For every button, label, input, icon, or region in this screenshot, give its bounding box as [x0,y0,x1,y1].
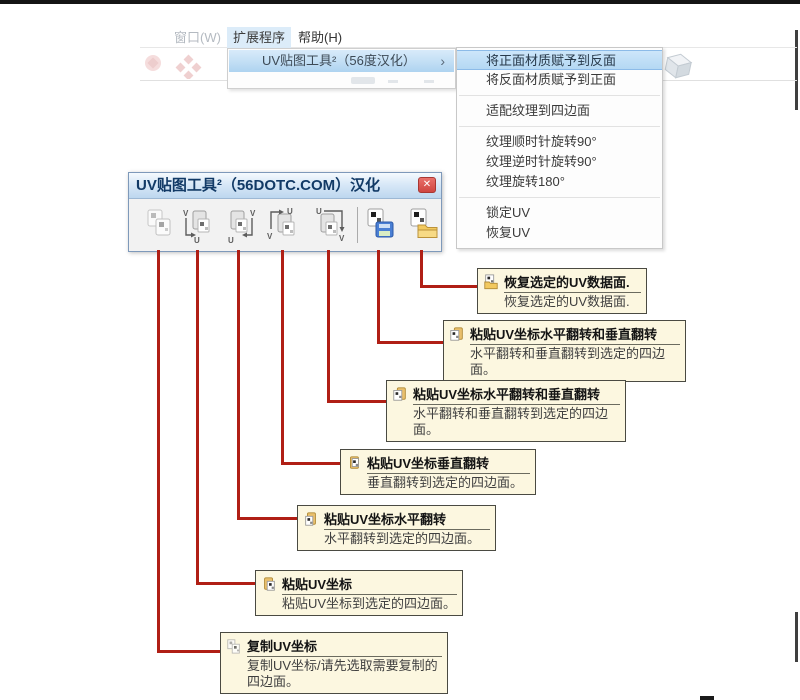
background-cube-icon [664,53,693,79]
paste-uv-mini-icon [450,327,463,341]
copy-uv-mini-icon [227,639,240,654]
paste-uv-mini-icon [264,577,275,591]
paste-uv-mini-icon [350,456,359,469]
connector-line [327,250,330,403]
bottom-edge-mark [700,696,714,700]
callout-paste-uv: 粘贴UV坐标 粘贴UV坐标到选定的四边面。 [255,570,463,616]
paste-uv-icon: V U [183,209,210,245]
connector-line [196,582,255,585]
connector-line [157,250,160,653]
svg-text:U: U [287,207,293,216]
connector-line [281,250,284,465]
uv-tool-window: UV贴图工具²（56DOTC.COM）汉化 ✕ [128,172,442,252]
toolbar-separator [357,207,358,243]
flyout-item-restore-uv[interactable]: 恢复UV [486,225,531,240]
copy-uv-icon [147,209,171,236]
flyout-item-rotate-ccw-90[interactable]: 纹理逆时针旋转90° [486,154,597,169]
paste-uv-flip-h-icon: V U [228,209,256,245]
callout-restore-uv: 恢复选定的UV数据面. 恢复选定的UV数据面. [477,268,647,314]
submenu-arrow-icon: › [440,53,445,69]
save-uv-button[interactable] [361,205,399,245]
callout-copy-uv: 复制UV坐标 复制UV坐标/请先选取需要复制的四边面。 [220,632,448,694]
connector-line [327,400,386,403]
svg-text:V: V [250,209,256,218]
save-uv-icon [367,208,394,238]
svg-text:V: V [267,232,273,241]
extensions-dropdown: UV贴图工具²（56度汉化） › [227,48,456,89]
callout-desc: 垂直翻转到选定的四边面。 [367,475,524,490]
callout-paste-uv-flip-hv-2: 粘贴UV坐标水平翻转和垂直翻转 水平翻转和垂直翻转到选定的四边面。 [386,380,626,442]
paste-uv-flip-h-button[interactable]: V U [221,205,259,245]
submenu-item-uv-map-tools[interactable]: UV贴图工具²（56度汉化） › [229,50,454,72]
uv-tools-flyout-menu: 将正面材质赋予到反面 将反面材质赋予到正面 适配纹理到四边面 纹理顺时针旋转90… [456,47,663,249]
flyout-item-front-material-to-back[interactable]: 将正面材质赋予到反面 [457,50,662,70]
callout-desc: 复制UV坐标/请先选取需要复制的四边面。 [247,658,438,689]
close-button[interactable]: ✕ [418,177,436,193]
restore-uv-button[interactable] [404,205,442,245]
connector-line [237,517,297,520]
background-ghost-shape [351,77,375,84]
background-ghost-shape [388,80,398,83]
paste-uv-mini-icon [393,387,406,401]
menu-separator [459,95,660,96]
flyout-item-lock-uv[interactable]: 锁定UV [486,205,531,220]
callout-paste-uv-flip-hv: 粘贴UV坐标水平翻转和垂直翻转 水平翻转和垂直翻转到选定的四边面。 [443,320,686,382]
flyout-item-rotate-180[interactable]: 纹理旋转180° [486,174,565,189]
close-icon: ✕ [422,179,432,190]
callout-desc: 恢复选定的UV数据面. [504,294,630,309]
callout-title: 粘贴UV坐标水平翻转 [324,509,490,530]
callout-title: 粘贴UV坐标垂直翻转 [367,453,530,474]
callout-desc: 水平翻转到选定的四边面。 [324,531,481,546]
callout-title: 复制UV坐标 [247,636,442,657]
paste-uv-flip-v-button[interactable]: U V [265,205,303,245]
menu-item-extensions[interactable]: 扩展程序 [227,27,292,49]
right-edge-line [795,612,798,662]
callout-title: 粘贴UV坐标 [282,574,457,595]
connector-line [420,285,477,288]
menu-separator [459,197,660,198]
flyout-item-rotate-cw-90[interactable]: 纹理顺时针旋转90° [486,134,597,149]
menu-item-help[interactable]: 帮助(H) [298,30,343,45]
callout-desc: 水平翻转和垂直翻转到选定的四边面。 [413,406,609,437]
callout-title: 恢复选定的UV数据面. [504,272,641,293]
svg-text:V: V [339,234,345,243]
connector-line [196,250,199,585]
paste-uv-mini-icon [305,512,316,526]
menu-item-window[interactable]: 窗口(W) [174,30,221,45]
window-titlebar[interactable]: UV贴图工具²（56DOTC.COM）汉化 ✕ [129,173,441,199]
callout-title: 粘贴UV坐标水平翻转和垂直翻转 [470,324,680,345]
flyout-item-fit-texture-to-quad[interactable]: 适配纹理到四边面 [486,103,591,118]
svg-text:U: U [228,236,234,245]
restore-uv-icon [410,208,438,238]
window-title: UV贴图工具²（56DOTC.COM）汉化 [136,177,381,194]
callout-paste-uv-flip-v: 粘贴UV坐标垂直翻转 垂直翻转到选定的四边面。 [340,449,536,495]
paste-uv-flip-hv-icon: U V [316,207,345,243]
callout-desc: 粘贴UV坐标到选定的四边面。 [282,596,457,611]
right-edge-line [795,30,798,110]
paste-uv-flip-hv-button[interactable]: U V [311,205,349,245]
callout-title: 粘贴UV坐标水平翻转和垂直翻转 [413,384,620,405]
paste-uv-flip-v-icon: U V [267,207,295,241]
flyout-item-back-material-to-front[interactable]: 将反面材质赋予到正面 [486,72,617,87]
svg-text:U: U [194,236,200,245]
paste-uv-button[interactable]: V U [180,205,218,245]
connector-line [281,462,340,465]
svg-text:U: U [316,207,322,216]
top-black-bar [0,0,800,4]
svg-text:V: V [183,209,189,218]
background-ghost-shape [424,80,434,83]
connector-line [237,250,240,520]
submenu-label: UV贴图工具²（56度汉化） [262,53,416,68]
restore-uv-mini-icon [484,274,498,290]
copy-uv-button[interactable] [141,205,179,245]
callout-desc: 水平翻转和垂直翻转到选定的四边面。 [470,346,666,377]
connector-line [157,650,220,653]
connector-line [377,341,443,344]
window-toolbar: V U V U [129,199,441,251]
menu-separator [459,126,660,127]
callout-paste-uv-flip-h: 粘贴UV坐标水平翻转 水平翻转到选定的四边面。 [297,505,496,551]
connector-line [377,250,380,344]
connector-line [420,250,423,288]
